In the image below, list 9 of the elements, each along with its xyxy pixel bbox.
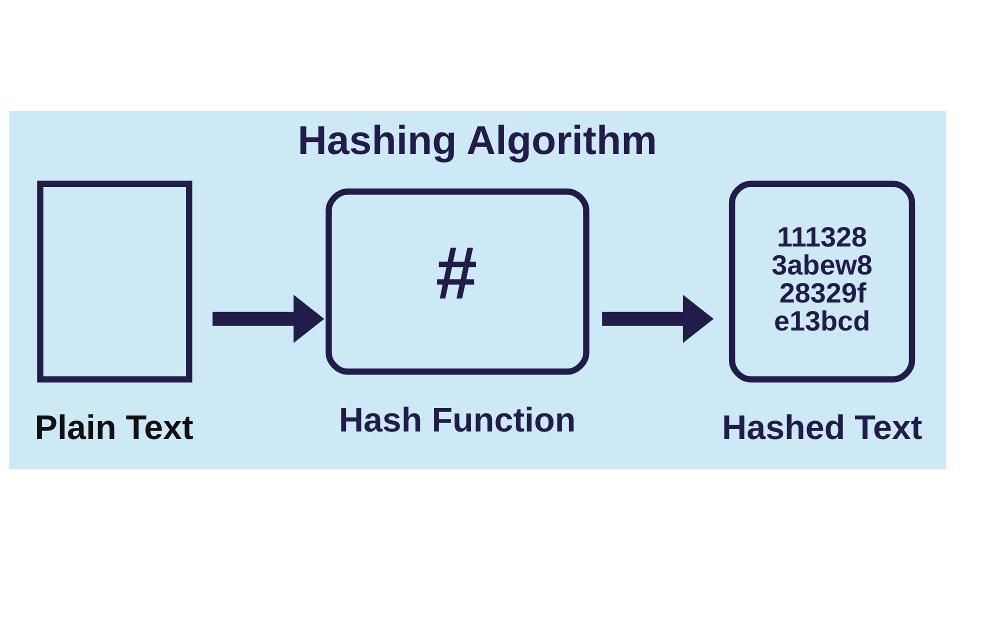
node-label: Hashed Text — [722, 409, 922, 448]
node-box: # — [326, 188, 590, 375]
arrow — [602, 294, 714, 344]
node-box — [37, 180, 192, 382]
node-label: Plain Text — [34, 409, 194, 448]
node-box: 111328 3abew8 28329f e13bcd — [728, 180, 916, 382]
diagram-title: Hashing Algorithm — [298, 117, 657, 164]
arrow — [212, 294, 324, 343]
node-label: Hash Function — [338, 401, 576, 440]
